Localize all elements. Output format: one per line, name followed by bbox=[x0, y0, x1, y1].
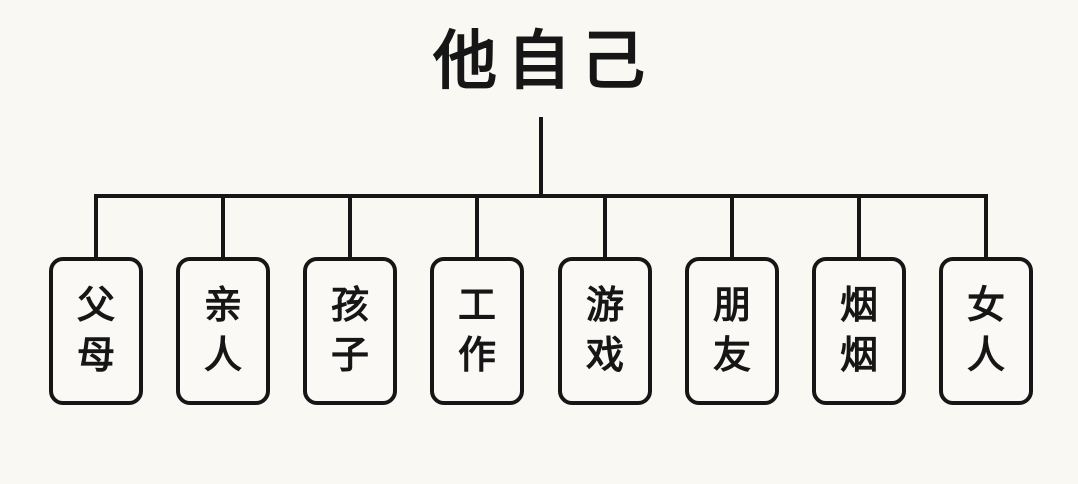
child-node: 工作 bbox=[430, 257, 524, 405]
child-node: 游戏 bbox=[558, 257, 652, 405]
child-node-label: 游戏 bbox=[586, 284, 625, 377]
child-node: 父母 bbox=[49, 257, 143, 405]
child-node-label: 孩子 bbox=[331, 284, 370, 377]
child-node-label: 女人 bbox=[967, 284, 1006, 377]
child-node-label: 工作 bbox=[458, 284, 497, 377]
child-node: 亲人 bbox=[176, 257, 270, 405]
child-node-label: 亲人 bbox=[204, 284, 243, 377]
child-node: 孩子 bbox=[303, 257, 397, 405]
child-node-label: 烟烟 bbox=[840, 284, 879, 377]
root-node-label: 他自己 bbox=[433, 25, 655, 97]
child-node: 烟烟 bbox=[812, 257, 906, 405]
child-node: 女人 bbox=[939, 257, 1033, 405]
child-node: 朋友 bbox=[685, 257, 779, 405]
child-node-label: 父母 bbox=[77, 284, 116, 377]
child-node-label: 朋友 bbox=[713, 284, 752, 377]
